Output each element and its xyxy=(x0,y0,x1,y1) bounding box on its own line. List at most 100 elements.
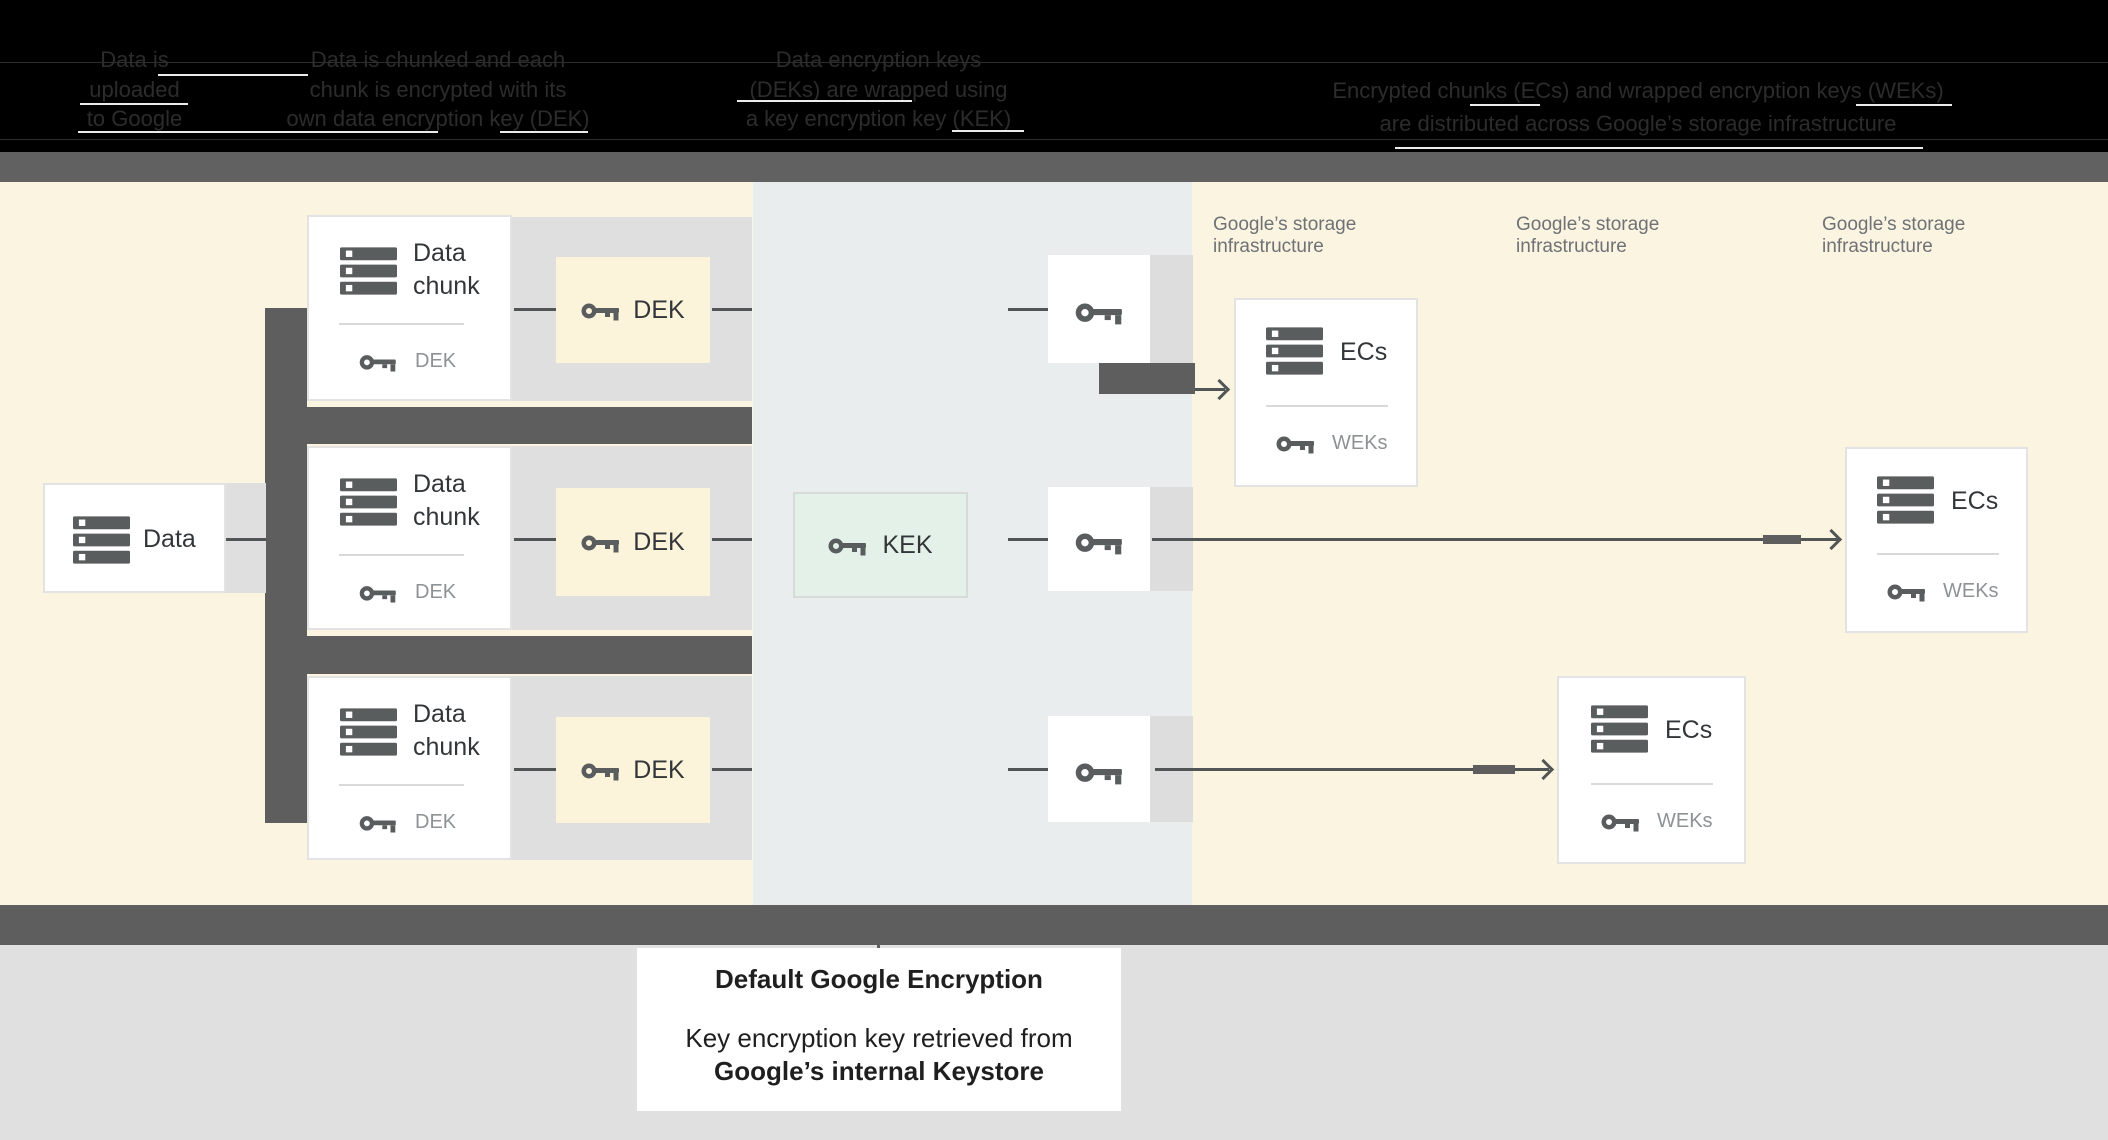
arrowhead-icon xyxy=(1532,758,1555,781)
kek-box-label: KEK xyxy=(882,530,933,559)
header-step-3-line: (DEKs) are wrapped using xyxy=(749,76,1008,102)
glitch-underline xyxy=(1470,104,1540,106)
header-step-2-line: chunk is encrypted with its xyxy=(309,76,567,102)
storage-infrastructure-label: Google’s storage infrastructure xyxy=(1516,214,1660,257)
header-step-2: Data is chunked and each chunk is encryp… xyxy=(277,45,599,134)
header-step-1-line: to Google xyxy=(86,106,183,131)
dek-box-label: DEK xyxy=(633,295,685,324)
key-icon xyxy=(359,808,396,838)
box-divider xyxy=(339,323,464,325)
glitch-underline xyxy=(80,103,188,105)
storage-icon xyxy=(340,708,397,761)
connector-line xyxy=(712,768,752,771)
header-step-4-line: are distributed across Google’s storage … xyxy=(1379,111,1897,136)
data-chunk-label: Data chunk xyxy=(413,239,480,300)
glitch-underline xyxy=(952,130,1024,132)
glitch-underline xyxy=(737,100,912,102)
divider-bar-top xyxy=(0,152,2108,182)
storage-icon xyxy=(1877,476,1934,529)
header-hairline xyxy=(0,139,2108,140)
dek-box: DEK xyxy=(556,717,710,823)
data-chunk-label: Data chunk xyxy=(413,470,480,531)
header-step-2-line: Data is chunked and each xyxy=(310,47,566,72)
storage-icon xyxy=(73,516,130,569)
storage-infrastructure-label: Google’s storage infrastructure xyxy=(1822,214,1966,257)
glitch-underline xyxy=(1856,104,1952,106)
arrow-line xyxy=(1195,388,1225,391)
chunk-dek-label: DEK xyxy=(415,350,457,372)
arrowhead-icon xyxy=(1820,528,1843,551)
header-step-1-line: uploaded xyxy=(89,76,180,102)
storage-icon xyxy=(1591,705,1648,758)
key-icon xyxy=(581,527,619,558)
key-icon xyxy=(581,295,619,326)
key-icon xyxy=(581,755,619,786)
data-box-label: Data xyxy=(143,525,196,553)
key-icon xyxy=(1075,293,1122,330)
box-divider xyxy=(339,554,464,556)
connector-line xyxy=(514,768,556,771)
wrap-key-box xyxy=(1048,255,1150,363)
connector-line xyxy=(1008,538,1048,541)
ecs-label: ECs xyxy=(1340,338,1388,366)
box-divider xyxy=(1591,783,1713,785)
box-divider xyxy=(339,784,464,786)
caption-line: Key encryption key retrieved from xyxy=(685,1023,1073,1053)
key-icon xyxy=(1601,806,1639,837)
chunk-dek-label: DEK xyxy=(415,811,457,833)
header-step-2-line: own data encryption key (DEK) xyxy=(286,106,590,131)
glitch-underline xyxy=(500,131,588,133)
ecs-box: ECs WEKs xyxy=(1234,298,1418,487)
caption-box: Default Google Encryption Key encryption… xyxy=(637,948,1121,1111)
glitch-underline xyxy=(78,131,438,133)
storage-icon xyxy=(1266,327,1323,380)
arrow-packet xyxy=(1763,535,1801,544)
dek-box-label: DEK xyxy=(633,755,685,784)
data-chunk-box: Data chunk DEK xyxy=(307,676,512,860)
header-step-3-line: a key encryption key (KEK) xyxy=(745,106,1012,131)
caption-line: Google’s internal Keystore xyxy=(714,1056,1044,1086)
divider-bar-bottom xyxy=(0,905,2108,945)
weks-label: WEKs xyxy=(1332,432,1388,454)
arrow-line xyxy=(1152,538,1840,541)
arrow-packet xyxy=(1473,765,1515,774)
caption-title: Default Google Encryption xyxy=(715,964,1043,994)
data-chunk-box: Data chunk DEK xyxy=(307,446,512,630)
header-hairline xyxy=(0,62,2108,63)
header-step-1: Data is uploaded to Google xyxy=(52,45,217,134)
storage-icon xyxy=(340,478,397,531)
key-icon xyxy=(1887,576,1925,607)
key-icon xyxy=(828,530,866,561)
key-icon xyxy=(359,347,396,377)
key-icon xyxy=(1075,523,1122,560)
connector-line xyxy=(514,308,556,311)
connector-line xyxy=(1008,308,1048,311)
glitch-underline xyxy=(1395,147,1923,149)
weks-label: WEKs xyxy=(1657,810,1713,832)
ecs-box: ECs WEKs xyxy=(1557,676,1746,864)
header-step-4: Encrypted chunks (ECs) and wrapped encry… xyxy=(1298,74,1978,140)
ecs-label: ECs xyxy=(1665,716,1713,744)
kek-box: KEK xyxy=(793,492,968,598)
ecs-label: ECs xyxy=(1951,487,1999,515)
diagram-canvas: Google’s storage infrastructure Google’s… xyxy=(0,182,2108,905)
weks-label: WEKs xyxy=(1943,580,1999,602)
trunk-connector xyxy=(265,308,307,823)
ecs-box: ECs WEKs xyxy=(1845,447,2028,633)
row-divider-bar xyxy=(306,636,752,674)
dek-box: DEK xyxy=(556,488,710,596)
dek-box: DEK xyxy=(556,257,710,363)
storage-infrastructure-label: Google’s storage infrastructure xyxy=(1213,214,1357,257)
key-icon xyxy=(1075,753,1122,790)
key-icon xyxy=(359,578,396,608)
connector-line xyxy=(712,308,752,311)
header-step-1-line: Data is xyxy=(100,47,169,72)
data-chunk-box: Data chunk DEK xyxy=(307,215,512,401)
wrap-key-box xyxy=(1048,487,1150,591)
connector-line xyxy=(712,538,752,541)
header-step-3: Data encryption keys (DEKs) are wrapped … xyxy=(716,45,1041,134)
data-to-trunk-line xyxy=(224,538,266,541)
storage-icon xyxy=(340,247,397,300)
arrow-line xyxy=(1155,768,1549,771)
header-step-3-line: Data encryption keys xyxy=(775,47,982,72)
